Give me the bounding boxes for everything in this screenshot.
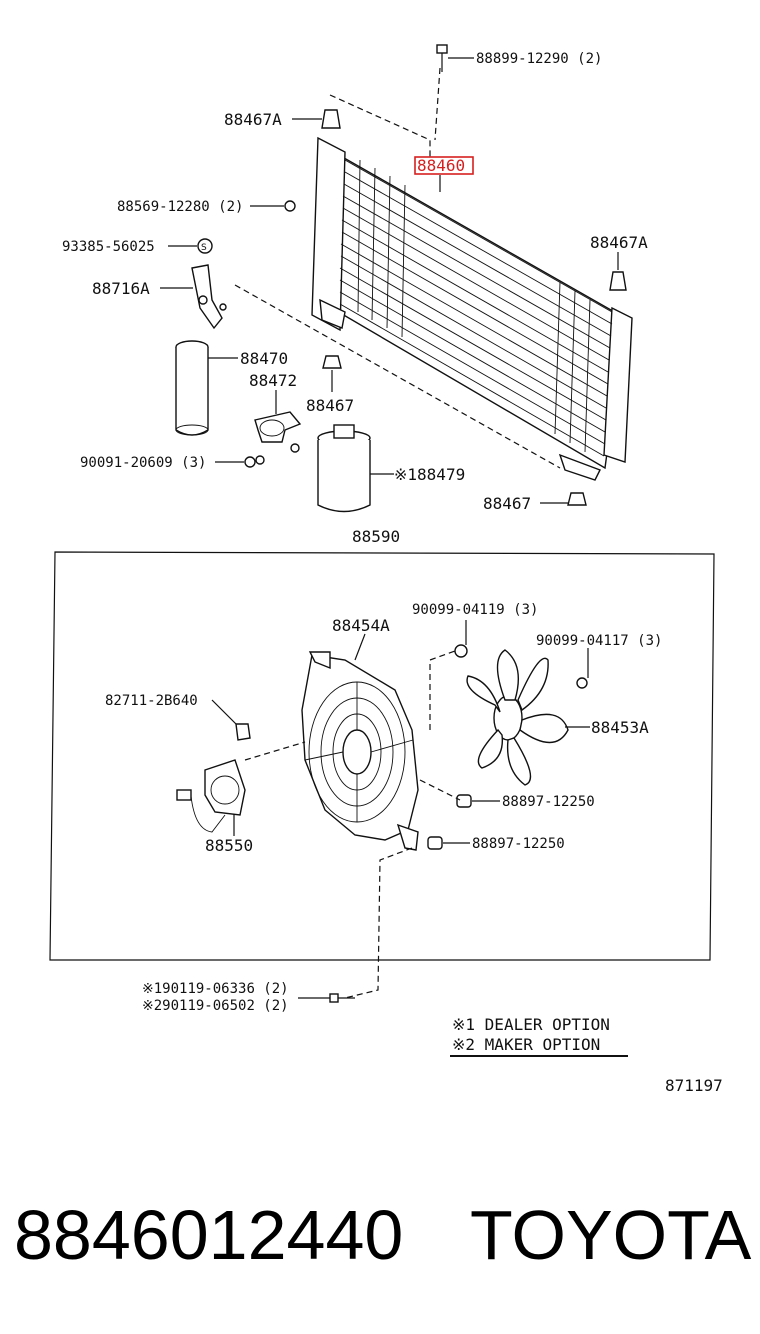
brand-name: TOYOTA bbox=[470, 1196, 752, 1274]
callout-drier-88479: ※188479 bbox=[394, 465, 465, 484]
callout-bolt-90091: 90091-20609 (3) bbox=[80, 455, 206, 471]
legend-dealer-option: ※1 DEALER OPTION bbox=[452, 1015, 610, 1034]
shroud-icon bbox=[301, 651, 419, 851]
condenser-drawing bbox=[311, 136, 633, 481]
bolt-icon bbox=[329, 993, 355, 1003]
bracket-icon bbox=[254, 411, 302, 443]
bracket-icon bbox=[191, 264, 227, 330]
condenser-highlight-box bbox=[414, 156, 474, 175]
callout-cushion-1: 88897-12250 bbox=[502, 794, 595, 810]
footer: 8846012440 TOYOTA bbox=[0, 1185, 760, 1285]
fan-assembly-box bbox=[49, 551, 715, 961]
part-number: 8846012440 bbox=[14, 1196, 404, 1274]
callout-bolt-290119: ※290119-06502 (2) bbox=[142, 998, 289, 1014]
callout-receiver-88470: 88470 bbox=[240, 349, 288, 368]
motor-icon bbox=[176, 759, 246, 833]
parts-diagram: 88899-12290 (2) 88467A 88460 88569-12280… bbox=[49, 44, 723, 1095]
callout-bracket-88472: 88472 bbox=[249, 371, 297, 390]
callout-bolt-88569: 88569-12280 (2) bbox=[117, 199, 243, 215]
clip-icon bbox=[567, 492, 587, 506]
diagram-ref-code: 871197 bbox=[665, 1076, 723, 1095]
callout-motor: 88550 bbox=[205, 836, 253, 855]
clip-icon bbox=[235, 723, 251, 741]
bolt-icon bbox=[436, 44, 448, 72]
callout-bolt-90099-04119: 90099-04119 (3) bbox=[412, 602, 538, 618]
bolt-icon bbox=[284, 200, 296, 212]
cushion-icon bbox=[427, 836, 443, 850]
bolt-icon bbox=[244, 443, 300, 468]
nut-icon: S bbox=[197, 238, 213, 254]
callout-condenser: 88460 bbox=[417, 156, 465, 175]
cushion-icon bbox=[456, 794, 472, 808]
bolt-icon bbox=[576, 677, 588, 689]
svg-text:S: S bbox=[201, 243, 207, 253]
callout-fan: 88453A bbox=[591, 718, 649, 737]
callout-bolt-190119: ※190119-06336 (2) bbox=[142, 981, 289, 997]
callout-nut-93385: 93385-56025 bbox=[62, 239, 155, 255]
callout-bracket-88716A: 88716A bbox=[92, 279, 150, 298]
callout-shroud: 88454A bbox=[332, 616, 390, 635]
fan-icon bbox=[466, 649, 569, 786]
clip-icon bbox=[321, 109, 341, 129]
clip-icon bbox=[609, 271, 627, 291]
callout-bolt-90099-04117: 90099-04117 (3) bbox=[536, 633, 662, 649]
callout-clip-88467A-right: 88467A bbox=[590, 233, 648, 252]
callout-clip-88467A-top: 88467A bbox=[224, 110, 282, 129]
drier-icon bbox=[317, 424, 371, 513]
callout-fan-assembly: 88590 bbox=[352, 527, 400, 546]
callout-cushion-2: 88897-12250 bbox=[472, 836, 565, 852]
callout-bolt-top: 88899-12290 (2) bbox=[476, 51, 602, 67]
callout-clip-88467-mid: 88467 bbox=[306, 396, 354, 415]
receiver-icon bbox=[175, 340, 209, 436]
callout-clip-82711: 82711-2B640 bbox=[105, 693, 198, 709]
bolt-icon bbox=[454, 644, 468, 658]
callout-clip-88467-bottom: 88467 bbox=[483, 494, 531, 513]
clip-icon bbox=[322, 355, 342, 369]
legend-maker-option: ※2 MAKER OPTION bbox=[452, 1035, 600, 1054]
